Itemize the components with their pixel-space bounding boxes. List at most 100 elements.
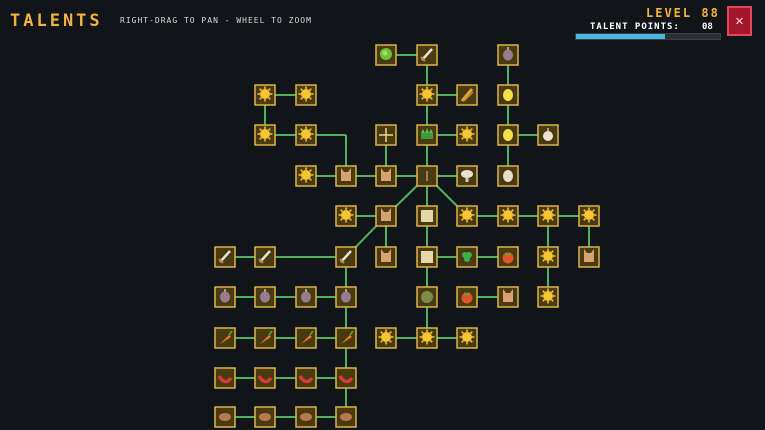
sword-icon: [420, 48, 433, 62]
talent-node-n36[interactable]: [537, 246, 559, 268]
lemon-icon: [503, 89, 513, 101]
talent-node-n43[interactable]: [456, 286, 478, 308]
talent-node-n60[interactable]: [335, 406, 357, 428]
talent-node-n15[interactable]: [537, 124, 559, 146]
talent-node-n38[interactable]: [214, 286, 236, 308]
talent-node-n59[interactable]: [295, 406, 317, 428]
onion-icon: [301, 289, 311, 303]
talent-node-n34[interactable]: [456, 246, 478, 268]
talent-node-n9[interactable]: [254, 124, 276, 146]
talent-node-n6[interactable]: [416, 84, 438, 106]
sun-icon: [459, 329, 475, 345]
talent-node-n55[interactable]: [295, 367, 317, 389]
talent-node-n20[interactable]: [456, 165, 478, 187]
talent-node-n5[interactable]: [295, 84, 317, 106]
talent-node-n3[interactable]: [497, 44, 519, 66]
cat-icon: [381, 168, 391, 181]
scroll-icon: [421, 251, 433, 263]
talent-node-n13[interactable]: [456, 124, 478, 146]
carrot-icon: [220, 330, 233, 344]
talent-node-n25[interactable]: [456, 205, 478, 227]
talent-node-n10[interactable]: [295, 124, 317, 146]
sun-icon: [540, 288, 556, 304]
talent-node-n21[interactable]: [497, 165, 519, 187]
sun-icon: [500, 207, 516, 223]
sun-icon: [298, 126, 314, 142]
potato-icon: [300, 413, 312, 421]
talent-node-n2[interactable]: [416, 44, 438, 66]
sun-icon: [540, 207, 556, 223]
talent-node-n53[interactable]: [214, 367, 236, 389]
talent-node-n45[interactable]: [537, 286, 559, 308]
talent-node-n31[interactable]: [335, 246, 357, 268]
talent-node-n44[interactable]: [497, 286, 519, 308]
talent-node-n14[interactable]: [497, 124, 519, 146]
talent-node-n22[interactable]: [335, 205, 357, 227]
talent-node-frame: [254, 367, 276, 389]
seed-icon: [421, 291, 433, 303]
talent-node-n49[interactable]: [335, 327, 357, 349]
close-icon: ✕: [735, 13, 744, 29]
talent-node-n41[interactable]: [335, 286, 357, 308]
sun-icon: [298, 86, 314, 102]
talent-node-n37[interactable]: [578, 246, 600, 268]
talent-node-n40[interactable]: [295, 286, 317, 308]
talent-node-n19[interactable]: [416, 165, 438, 187]
talent-node-n35[interactable]: [497, 246, 519, 268]
talent-node-n18[interactable]: [375, 165, 397, 187]
onion-icon: [220, 289, 230, 303]
talent-node-n11[interactable]: [375, 124, 397, 146]
talent-node-n42[interactable]: [416, 286, 438, 308]
talent-points-value: 08: [702, 22, 713, 32]
talent-node-n28[interactable]: [578, 205, 600, 227]
close-button[interactable]: ✕: [727, 6, 752, 36]
talent-node-n12[interactable]: [416, 124, 438, 146]
talent-node-n8[interactable]: [497, 84, 519, 106]
tomato-icon: [502, 252, 514, 264]
talent-node-n1[interactable]: [375, 44, 397, 66]
talent-node-n54[interactable]: [254, 367, 276, 389]
sun-icon: [298, 167, 314, 183]
talent-node-n56[interactable]: [335, 367, 357, 389]
mushroom-icon: [461, 170, 473, 182]
cat-icon: [341, 168, 351, 181]
talent-node-n29[interactable]: [214, 246, 236, 268]
talent-node-n26[interactable]: [497, 205, 519, 227]
lemon-icon: [503, 129, 513, 141]
talent-node-frame: [295, 367, 317, 389]
talent-node-n46[interactable]: [214, 327, 236, 349]
talent-node-n23[interactable]: [375, 205, 397, 227]
chili-icon: [338, 375, 354, 384]
talent-node-n51[interactable]: [416, 327, 438, 349]
talent-node-n17[interactable]: [335, 165, 357, 187]
talent-node-n24[interactable]: [416, 205, 438, 227]
talent-node-n57[interactable]: [214, 406, 236, 428]
talent-node-n4[interactable]: [254, 84, 276, 106]
sword-icon: [218, 250, 231, 264]
talent-node-n30[interactable]: [254, 246, 276, 268]
tree-edges: [225, 54, 590, 418]
page-title: TALENTS: [10, 11, 103, 31]
talent-node-n16[interactable]: [295, 165, 317, 187]
talent-node-n47[interactable]: [254, 327, 276, 349]
talent-node-n33[interactable]: [416, 246, 438, 268]
talent-node-frame: [335, 367, 357, 389]
talent-node-n27[interactable]: [537, 205, 559, 227]
talent-node-n7[interactable]: [456, 84, 478, 106]
cat-icon: [503, 289, 513, 302]
sun-icon: [419, 86, 435, 102]
talent-node-n50[interactable]: [375, 327, 397, 349]
talent-node-frame: [214, 367, 236, 389]
cat-icon: [381, 249, 391, 262]
talent-node-n39[interactable]: [254, 286, 276, 308]
talent-node-n52[interactable]: [456, 327, 478, 349]
sparkle-icon: [379, 128, 393, 142]
tomato-icon: [461, 292, 473, 304]
wheat-icon: [460, 88, 474, 102]
potato-icon: [219, 413, 231, 421]
talent-node-n58[interactable]: [254, 406, 276, 428]
talent-node-n32[interactable]: [375, 246, 397, 268]
talent-node-n48[interactable]: [295, 327, 317, 349]
controls-hint: RIGHT-DRAG TO PAN - WHEEL TO ZOOM: [120, 16, 312, 25]
